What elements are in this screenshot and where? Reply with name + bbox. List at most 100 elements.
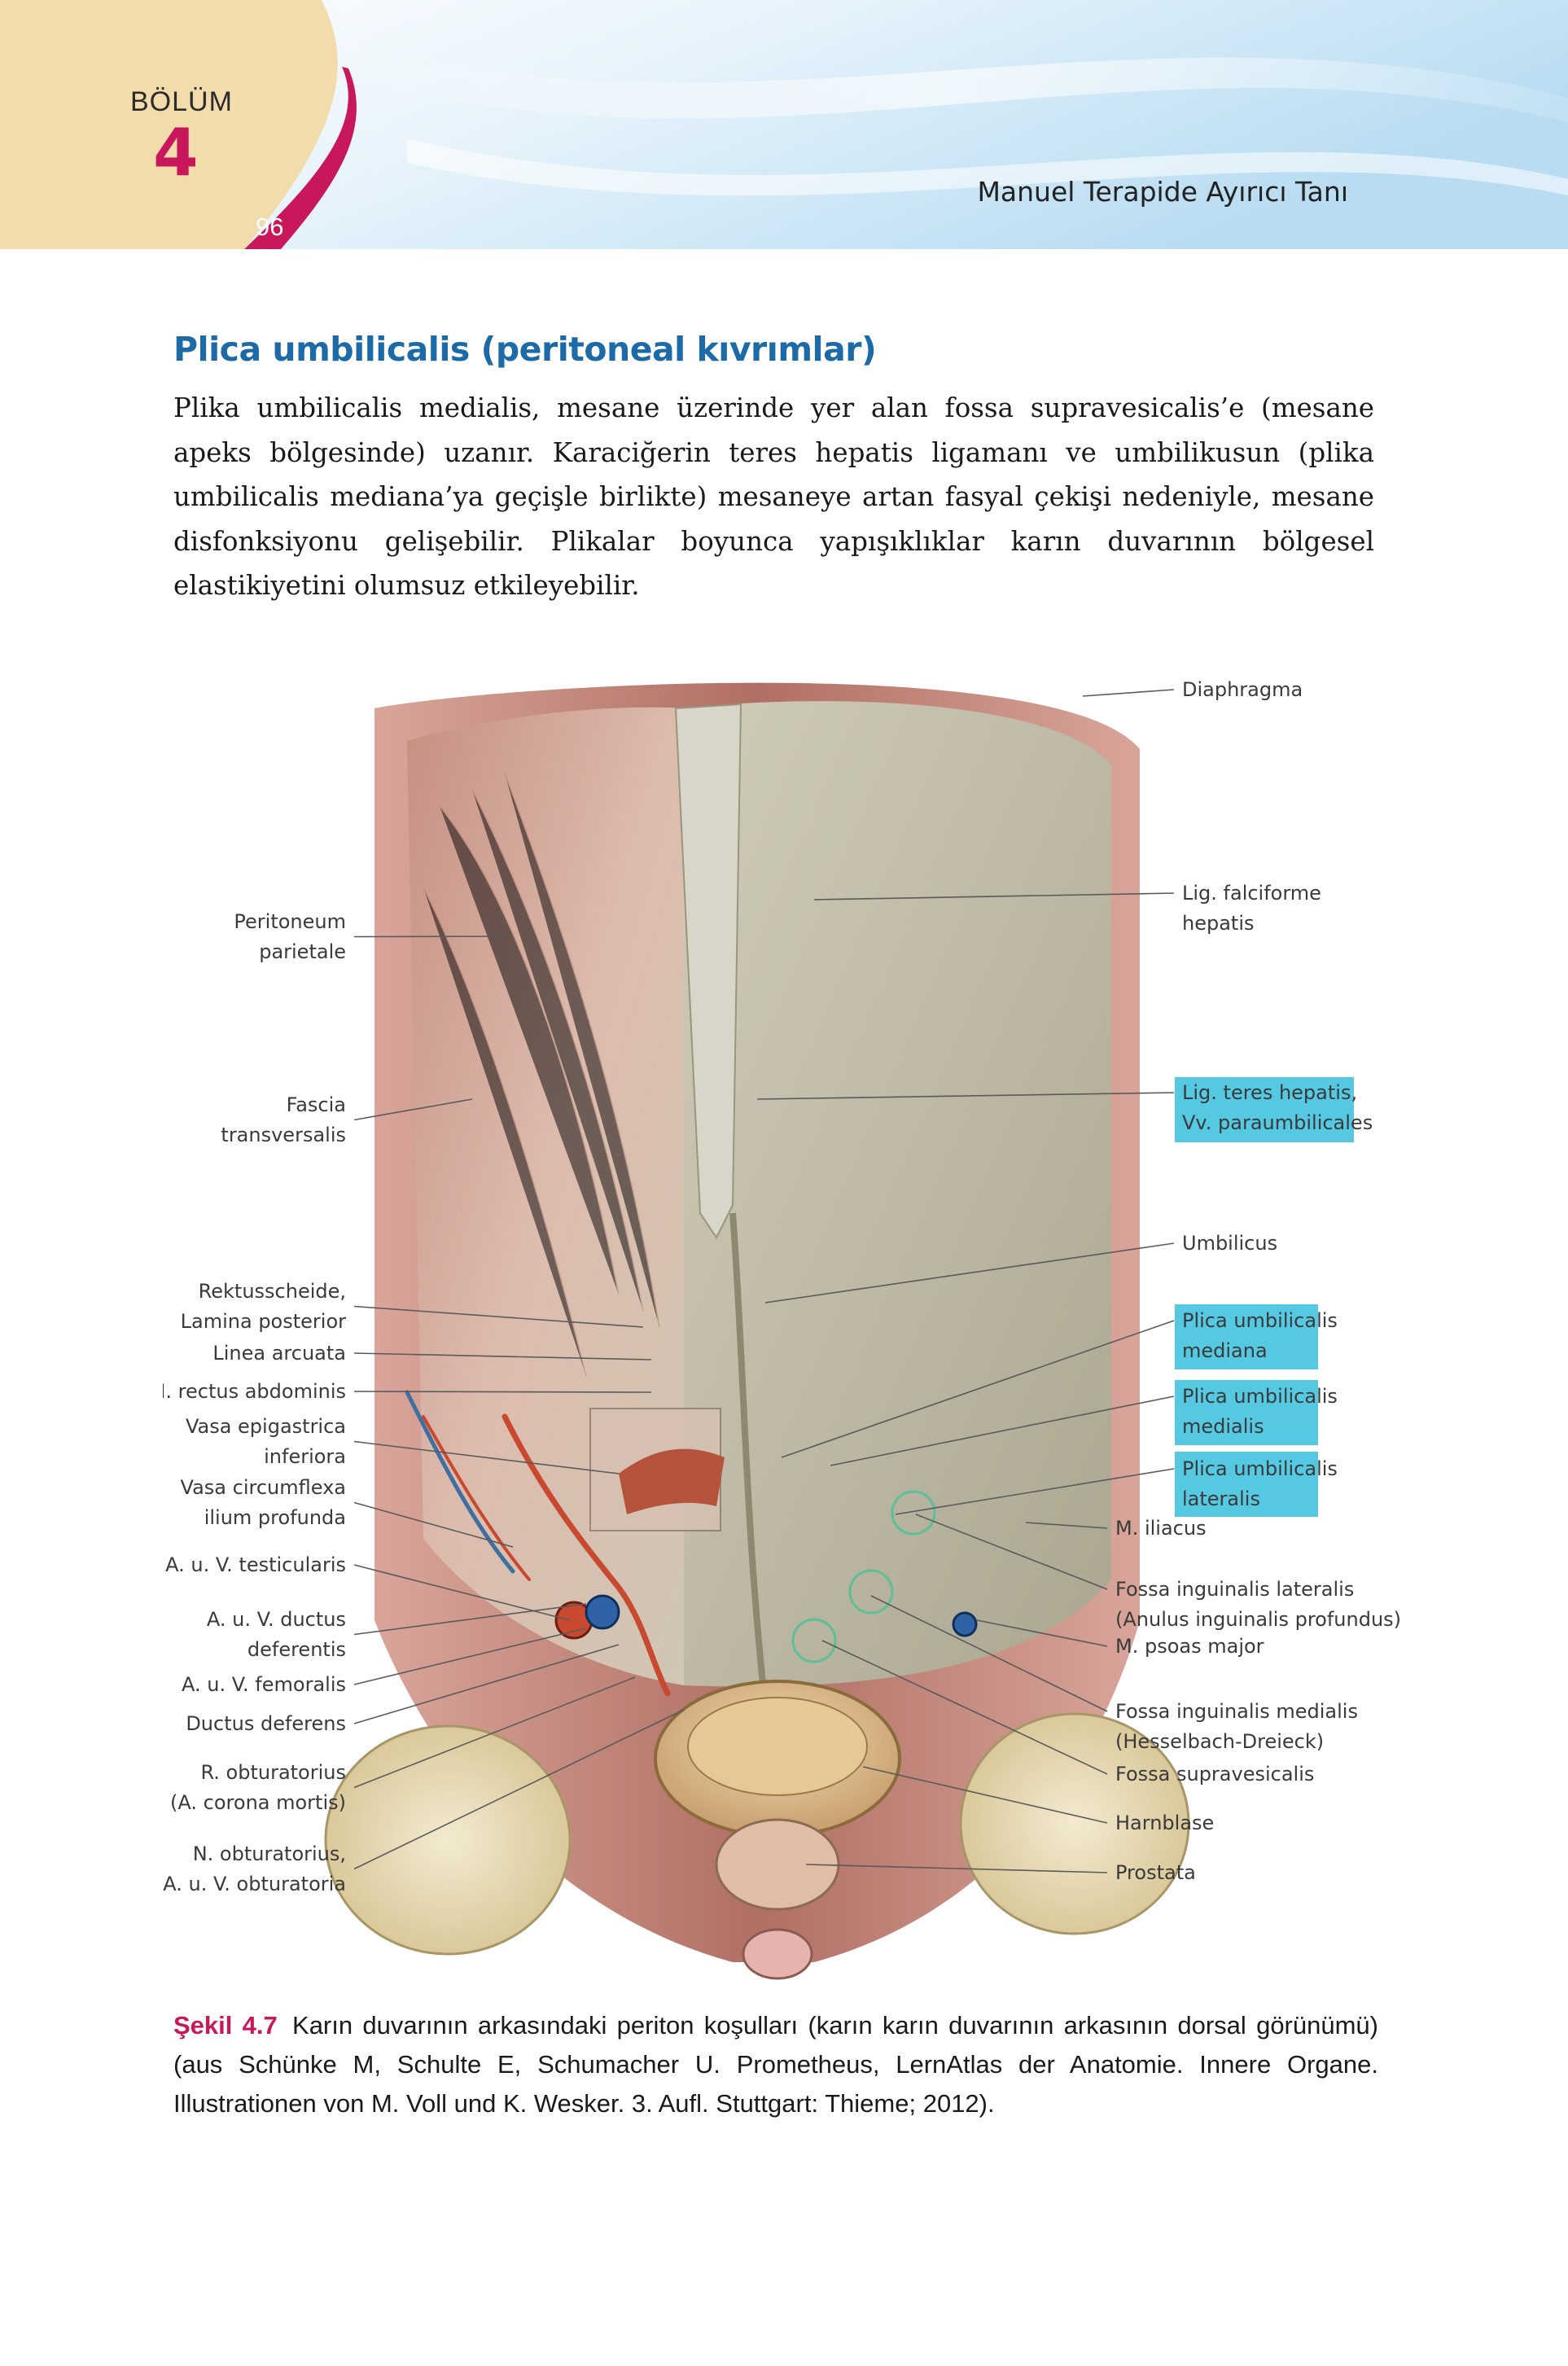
figure-label-line: Linea arcuata (212, 1342, 346, 1365)
figure-label-line: mediana (1182, 1339, 1268, 1362)
figure-label-left: Linea arcuata (212, 1342, 346, 1365)
figure-caption: Şekil 4.7 Karın duvarının arkasındaki pe… (173, 2006, 1378, 2123)
figure-label-right: Prostata (1115, 1861, 1196, 1884)
figure-label-left: A. u. V. femoralis (182, 1673, 346, 1696)
figure-label-line: M. rectus abdominis (163, 1380, 346, 1403)
leader-line (353, 1603, 587, 1636)
leader-line (764, 1242, 1175, 1303)
figure-label-line: A. u. V. obturatoria (163, 1873, 346, 1895)
figure-label-left: Fascia transversalis (221, 1093, 346, 1146)
highlight-plica-mediana (1175, 1304, 1318, 1369)
figure-label-line: Peritoneum (234, 910, 346, 933)
figure-label-line: M. iliacus (1115, 1517, 1207, 1540)
figure-label-line: ilium profunda (204, 1506, 346, 1529)
leader-line (781, 1320, 1175, 1458)
plica-mediana (729, 1212, 773, 1743)
figure-label-right: Harnblase (1115, 1812, 1214, 1834)
figure-label-right: Umbilicus (1182, 1232, 1277, 1255)
hip-bone-left (324, 1724, 572, 1956)
figure-label-line: Vasa epigastrica (186, 1415, 346, 1438)
figure-label-line: Fascia (287, 1093, 346, 1116)
figure-label-line: Harnblase (1115, 1812, 1214, 1834)
figure-label-line: M. psoas major (1115, 1635, 1264, 1658)
figure-label-line: Fossa supravesicalis (1115, 1763, 1314, 1785)
figure-label-line: A. u. V. testicularis (165, 1553, 346, 1576)
figure-label-left: N. obturatorius,A. u. V. obturatoria (163, 1842, 346, 1895)
figure-label-line: Lig. teres hepatis, (1182, 1081, 1357, 1104)
figure-label-right: Fossa inguinalis lateralis (Anulus inguin… (1115, 1578, 1401, 1631)
figure-label-line: transversalis (221, 1124, 346, 1146)
leader-line (353, 935, 514, 938)
figure-label-line: (Hesselbach-Dreieck) (1115, 1730, 1324, 1753)
fossa-inguinalis-medialis-ring (848, 1569, 894, 1615)
leader-line (353, 1352, 652, 1360)
section-body: Plika umbilicalis medialis, mesane üzeri… (173, 392, 1374, 601)
peritoneum-right (684, 701, 1111, 1687)
leader-line (813, 892, 1175, 900)
figure-label-right: Fossa inguinalis medialis (Hesselbach-Dre… (1115, 1700, 1358, 1753)
figure-label-line: Prostata (1115, 1861, 1196, 1884)
figure-label-line: (Anulus inguinalis profundus) (1115, 1608, 1401, 1631)
falciform-ligament (674, 703, 742, 1239)
figure-label-line: Rektusscheide, (199, 1280, 346, 1303)
figure-label-line: Umbilicus (1182, 1232, 1277, 1255)
figure-label-left: Vasa epigastrica inferiora (186, 1415, 346, 1468)
fossa-supravesicalis-ring (791, 1618, 837, 1663)
leader-line (895, 1468, 1175, 1515)
figure-label-line: parietale (259, 940, 346, 963)
leader-line (353, 1709, 685, 1870)
figure-label-line: Lamina posterior (181, 1310, 346, 1333)
leader-line (353, 1391, 652, 1393)
figure-label-line: Fossa inguinalis medialis (1115, 1700, 1358, 1723)
figure-number: Şekil 4.7 (173, 2011, 278, 2040)
figure-label-left: Peritoneum parietale (234, 910, 346, 963)
figure-label-line: A. u. V. femoralis (182, 1673, 346, 1696)
figure-label-line: Diaphragma (1182, 678, 1303, 701)
figure-label-line: (A. corona mortis) (170, 1791, 346, 1814)
header-background (0, 0, 1568, 249)
figure-label-right: Diaphragma (1182, 678, 1303, 701)
figure-label-left: R. obturatorius (A. corona mortis) (170, 1761, 346, 1814)
highlight-lig-teres (1175, 1077, 1354, 1142)
fossa-inguinalis-lateralis-ring (891, 1490, 936, 1536)
figure-label-line: Lig. falciforme (1182, 882, 1321, 905)
figure-label-right: Plica umbilicalis mediana (1182, 1309, 1338, 1362)
figure-label-left: M. rectus abdominis (163, 1380, 346, 1403)
page-number: 96 (256, 213, 284, 241)
leader-line (353, 1628, 587, 1685)
leader-line (830, 1396, 1175, 1466)
leader-line (353, 1305, 644, 1328)
figure-label-right: M. iliacus (1115, 1517, 1207, 1540)
figure-label-line: inferiora (264, 1445, 346, 1468)
figure-label-line: Fossa inguinalis lateralis (1115, 1578, 1354, 1601)
peritoneum-left (407, 707, 684, 1685)
hip-bone-right (959, 1712, 1190, 1935)
running-title: Manuel Terapide Ayırıcı Tanı (977, 176, 1348, 208)
figure-label-right: Fossa supravesicalis (1115, 1763, 1314, 1785)
highlight-plica-medialis (1175, 1380, 1318, 1445)
figure-label-line: hepatis (1182, 912, 1255, 935)
page-header: BÖLÜM 4 96 Manuel Terapide Ayırıcı Tanı (0, 0, 1568, 249)
figure-label-line: A. u. V. ductus (207, 1608, 346, 1631)
leader-line (353, 1676, 636, 1789)
leader-line (915, 1514, 1108, 1590)
figure-label-line: Plica umbilicalis (1182, 1309, 1338, 1332)
figure-label-line: Vasa circumflexa (181, 1476, 346, 1499)
figure-label-line: Ductus deferens (186, 1712, 346, 1735)
leader-line (353, 1644, 620, 1724)
leader-line (353, 1440, 620, 1474)
leader-line (862, 1766, 1108, 1824)
figure-label-line: Plica umbilicalis (1182, 1385, 1338, 1408)
figure-label-line: R. obturatorius (200, 1761, 346, 1784)
vasa-epigastrica (501, 1413, 671, 1697)
figure-label-line: Vv. paraumbilicales (1182, 1111, 1373, 1134)
figure-label-left: Vasa circumflexa ilium profunda (181, 1476, 346, 1529)
figure-label-right: Lig. falciforme hepatis (1182, 882, 1321, 935)
figure-label-line: medialis (1182, 1415, 1264, 1438)
leader-line (805, 1864, 1108, 1873)
